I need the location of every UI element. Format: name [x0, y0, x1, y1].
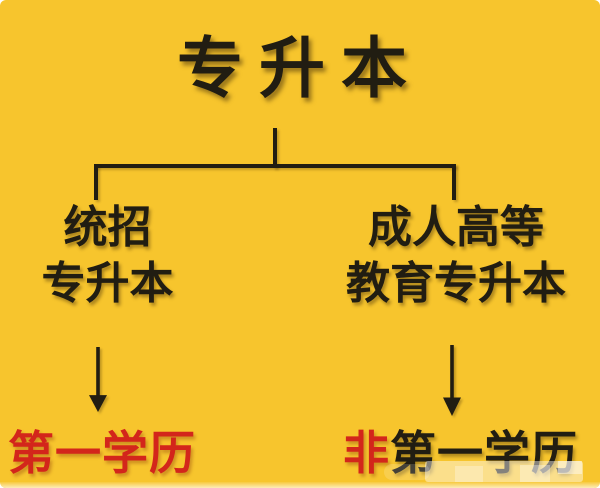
tree-left-drop-line [94, 164, 98, 200]
watermark-blur-block [558, 461, 582, 474]
right-down-arrow-icon [440, 345, 464, 417]
right-result-label: 非第一学历 [343, 430, 578, 476]
watermark-blur-patch [425, 461, 583, 482]
watermark-blur-block [520, 465, 550, 482]
right-branch-line2: 教育专升本 [346, 258, 566, 309]
diagram-title: 专升本 [177, 30, 423, 107]
right-branch-label: 成人高等 教育专升本 [346, 200, 566, 312]
left-down-arrow-icon [86, 347, 110, 413]
left-branch-label: 统招 专升本 [0, 200, 215, 312]
tree-right-drop-line [452, 164, 456, 200]
right-result-prefix: 非 [343, 426, 390, 480]
watermark-blur-smear [384, 464, 430, 480]
tree-stem-line [273, 128, 277, 168]
left-result-label: 第一学历 [8, 426, 196, 480]
left-branch-line1: 统招 [63, 202, 152, 253]
bottom-edge-strip [0, 482, 600, 488]
right-branch-line1: 成人高等 [368, 202, 544, 253]
watermark-blur-block [455, 466, 483, 482]
right-result-suffix: 第一学历 [390, 426, 578, 480]
tree-horizontal-line [94, 164, 456, 168]
left-branch-line2: 专升本 [41, 258, 174, 309]
